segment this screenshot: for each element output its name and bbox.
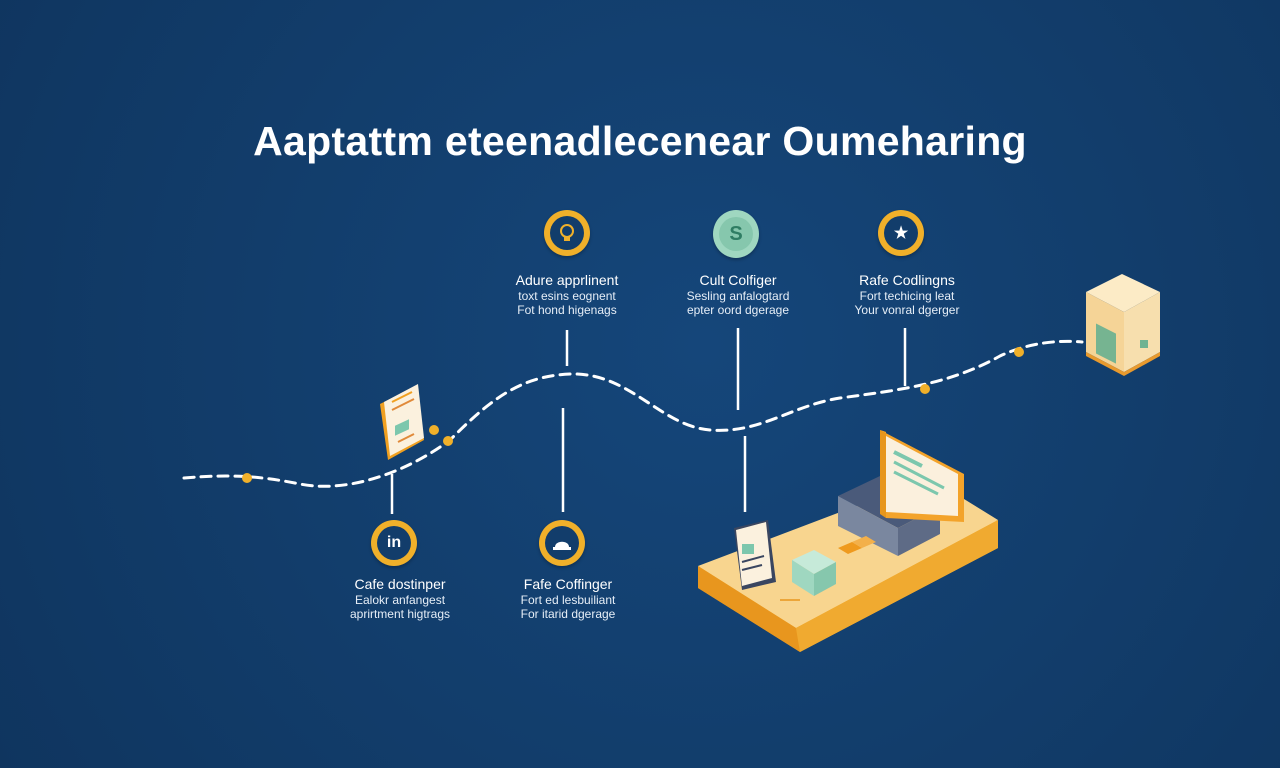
s-badge-icon: S [713, 210, 759, 258]
node-label-top-1: Adure apprlinent toxt esins eognent Fot … [467, 272, 667, 317]
node-heading: Fafe Coffinger [523, 576, 613, 592]
node-description-line: For itarid dgerage [520, 607, 616, 621]
path-dot [429, 425, 439, 435]
node-heading: Cafe dostinper [354, 576, 446, 592]
node-label-top-2: Cult Colfiger Sesling anfalogtard epter … [638, 272, 838, 317]
node-description-line: Fort ed lesbuiliant [520, 593, 616, 607]
node-label-bottom-2: Fafe Coffinger Fort ed lesbuiliant For i… [468, 576, 668, 621]
node-description-line: toxt esins eognent [518, 289, 616, 303]
node-heading: Cult Colfiger [699, 272, 777, 288]
lightbulb-glyph [560, 224, 574, 241]
path-dot [443, 436, 453, 446]
linkedin-icon: in [371, 520, 417, 566]
node-label-bottom-1: Cafe dostinper Ealokr anfangest aprirtme… [300, 576, 500, 621]
dashed-journey-path [182, 339, 1084, 488]
node-description-line: Your vonral dgerger [854, 303, 960, 317]
node-heading: Adure apprlinent [515, 272, 619, 288]
linkedin-glyph: in [377, 526, 411, 560]
star-glyph: ★ [884, 216, 918, 250]
hardhat-glyph [553, 541, 571, 550]
node-description-line: epter oord dgerage [686, 303, 790, 317]
lightbulb-icon [544, 210, 590, 256]
node-description-line: Ealokr anfangest [354, 593, 446, 607]
hardhat-icon [539, 520, 585, 566]
node-description-line: Fot hond higenags [517, 303, 617, 317]
node-description-line: Sesling anfalogtard [686, 289, 790, 303]
star-icon: ★ [878, 210, 924, 256]
s-badge-glyph: S [719, 217, 753, 251]
document-illustration [380, 384, 424, 460]
path-dot [242, 473, 252, 483]
path-dot [920, 384, 930, 394]
box-illustration [1086, 274, 1160, 376]
node-heading: Rafe Codlingns [859, 272, 955, 288]
path-dot [1014, 347, 1024, 357]
node-label-top-3: Rafe Codlingns Fort techicing leat Your … [807, 272, 1007, 317]
node-description-line: Fort techicing leat [859, 289, 955, 303]
platform-illustration [698, 430, 998, 652]
node-description-line: aprirtment higtrags [349, 607, 451, 621]
diagram-title: Aaptattm eteenadlecenear Oumeharing [253, 118, 1027, 164]
